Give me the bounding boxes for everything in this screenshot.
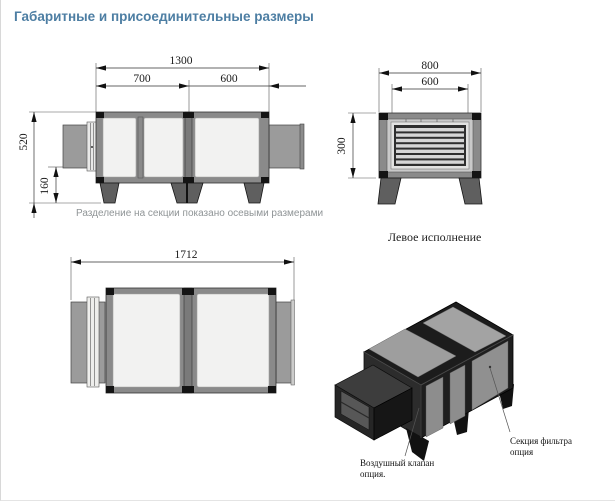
panel-1	[102, 117, 137, 178]
dimension-1300: 1300	[96, 55, 269, 71]
filter-leader-line	[489, 367, 511, 433]
iso-side-panel-2	[449, 364, 466, 425]
dim-label-160: 160	[39, 177, 51, 195]
right-duct	[268, 124, 302, 169]
valve-leader-line	[404, 407, 420, 457]
plan-divider	[183, 287, 193, 394]
flange-bolt-dot	[91, 146, 93, 148]
iso-side-panel-3	[471, 340, 509, 411]
plan-view: 1712	[70, 249, 295, 394]
leg-right	[243, 182, 265, 204]
dimension-600-opening: 600	[392, 76, 468, 92]
dimension-520: 520	[18, 112, 37, 218]
page-title: Габаритные и присоединительные размеры	[14, 9, 314, 24]
valve-label-line2: опция.	[360, 469, 385, 479]
dimension-800: 800	[379, 60, 481, 76]
leg-left	[99, 182, 120, 204]
filter-point-dot	[488, 365, 492, 369]
iso-top-panel-back	[422, 306, 507, 353]
iso-side-panel-1	[425, 376, 444, 438]
plan-view-unit-body	[70, 287, 295, 394]
dimension-300: 300	[336, 113, 356, 178]
filter-label-line1: Секция фильтра	[510, 436, 572, 446]
dim-label-1712: 1712	[175, 249, 198, 261]
dimension-1712: 1712	[71, 249, 294, 265]
panel-3	[194, 117, 260, 178]
right-duct-edge	[299, 123, 305, 170]
dim-label-600-opening: 600	[421, 76, 439, 88]
plan-right-flange	[290, 299, 295, 386]
dim-label-1300: 1300	[170, 55, 193, 67]
side-view: 1300 700 600	[18, 55, 323, 219]
plan-left-flange	[86, 296, 100, 388]
side-view-unit-body	[62, 111, 305, 204]
sections-note: Разделение на секции показано осевыми ра…	[76, 208, 323, 219]
plan-panel-2	[196, 293, 270, 388]
iso-top-panel-front	[368, 328, 457, 378]
end-leg-right	[458, 177, 483, 205]
section-divider	[184, 111, 193, 184]
end-leg-left	[377, 177, 402, 205]
end-view: 800 600 300	[336, 60, 483, 244]
end-view-unit-body	[377, 112, 483, 205]
dim-label-700: 700	[133, 73, 151, 85]
iso-valve-duct	[334, 364, 413, 441]
valve-label-line1: Воздушный клапан	[360, 458, 434, 468]
panel-2	[143, 117, 184, 178]
panel-post	[137, 116, 144, 179]
dim-label-600: 600	[220, 73, 238, 85]
dimension-160: 160	[39, 167, 59, 203]
louver-slats	[396, 128, 464, 164]
dim-label-800: 800	[421, 60, 439, 72]
dimension-700-600: 700 600	[96, 73, 306, 89]
left-duct	[62, 124, 89, 169]
iso-leg-front	[406, 428, 429, 461]
filter-label-line2: опция	[510, 447, 533, 457]
dim-label-300: 300	[336, 137, 348, 155]
end-view-caption: Левое исполнение	[388, 230, 481, 244]
iso-view: Секция фильтра опция Воздушный клапан оп…	[334, 301, 572, 479]
dim-label-520: 520	[18, 133, 30, 151]
plan-right-duct	[275, 301, 293, 384]
plan-panel-1	[112, 293, 181, 388]
